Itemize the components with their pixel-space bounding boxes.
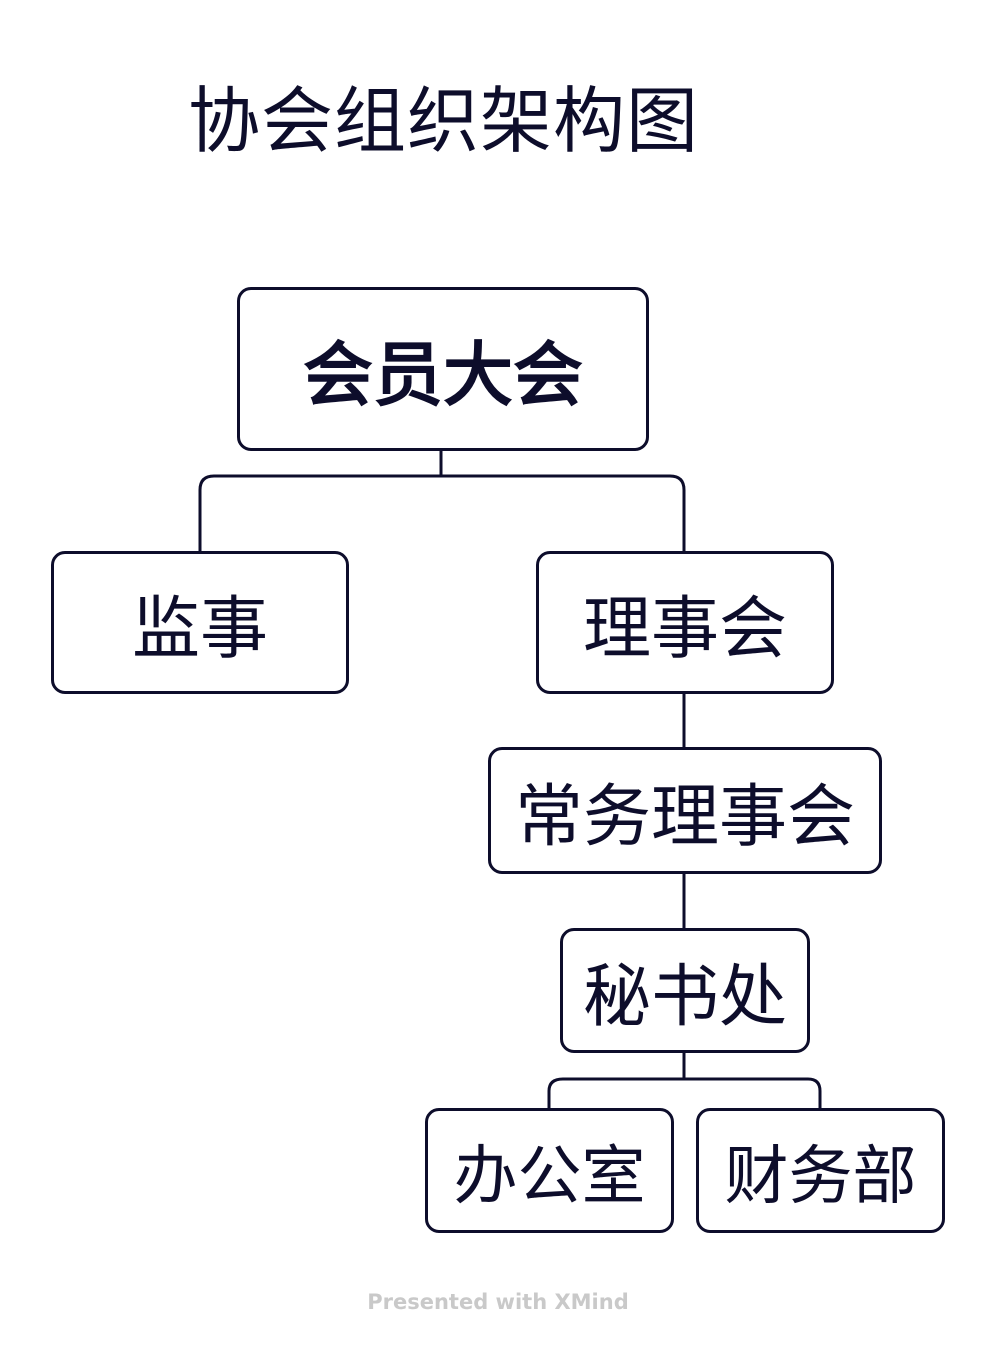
node-finance[interactable]: 财务部 [696, 1108, 945, 1233]
node-office[interactable]: 办公室 [425, 1108, 674, 1233]
connector-root-supervisor [198, 451, 443, 551]
node-supervisor[interactable]: 监事 [51, 551, 349, 694]
node-council[interactable]: 理事会 [536, 551, 834, 694]
node-members-assembly[interactable]: 会员大会 [237, 287, 649, 451]
connector-secretariat-finance [684, 1077, 822, 1108]
connector-root-council [441, 474, 686, 551]
node-standing-council[interactable]: 常务理事会 [488, 747, 882, 874]
diagram-title: 协会组织架构图 [188, 79, 700, 163]
xmind-watermark: Presented with XMind [367, 1290, 629, 1314]
connector-secretariat-office [547, 1053, 686, 1108]
node-secretariat[interactable]: 秘书处 [560, 928, 810, 1053]
